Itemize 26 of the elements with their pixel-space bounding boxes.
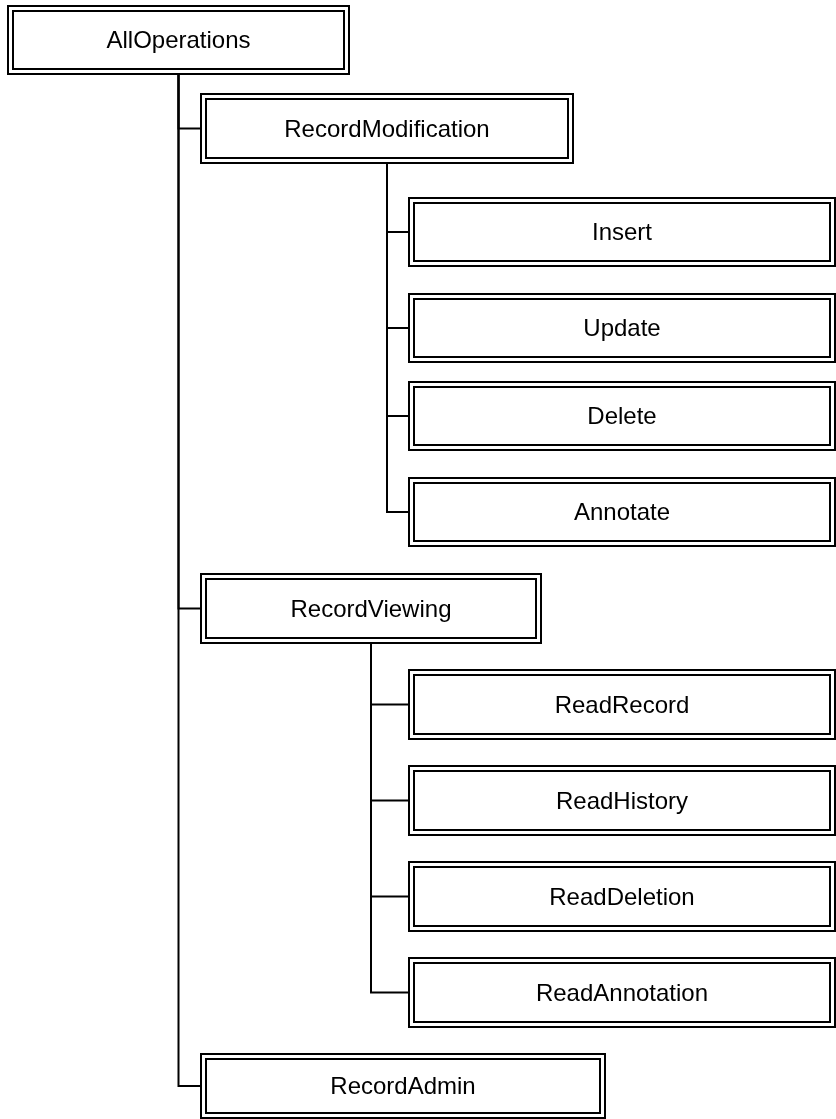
node-label: Delete	[587, 401, 657, 431]
node-label: ReadDeletion	[549, 881, 695, 912]
node-box	[408, 477, 836, 547]
node-label: RecordViewing	[290, 593, 452, 624]
node-box	[200, 1053, 606, 1119]
node-box	[408, 957, 836, 1028]
connector-line	[386, 163, 409, 513]
node-box	[7, 5, 350, 75]
node-label: RecordAdmin	[330, 1071, 476, 1101]
node-box	[408, 197, 836, 267]
connector-line	[177, 74, 201, 1087]
node-label: ReadAnnotation	[535, 977, 709, 1008]
node-box	[200, 573, 542, 644]
node-label: ReadRecord	[554, 689, 690, 720]
node-label: ReadHistory	[555, 785, 688, 816]
node-box	[200, 93, 574, 164]
node-box	[408, 293, 836, 363]
node-box	[408, 381, 836, 451]
node-label: Update	[583, 313, 661, 343]
node-label: Insert	[592, 217, 652, 247]
node-box	[408, 669, 836, 740]
node-label: RecordModification	[284, 113, 490, 144]
node-box	[408, 861, 836, 932]
node-label: Annotate	[573, 497, 671, 527]
node-box	[408, 765, 836, 836]
node-label: AllOperations	[106, 25, 251, 55]
